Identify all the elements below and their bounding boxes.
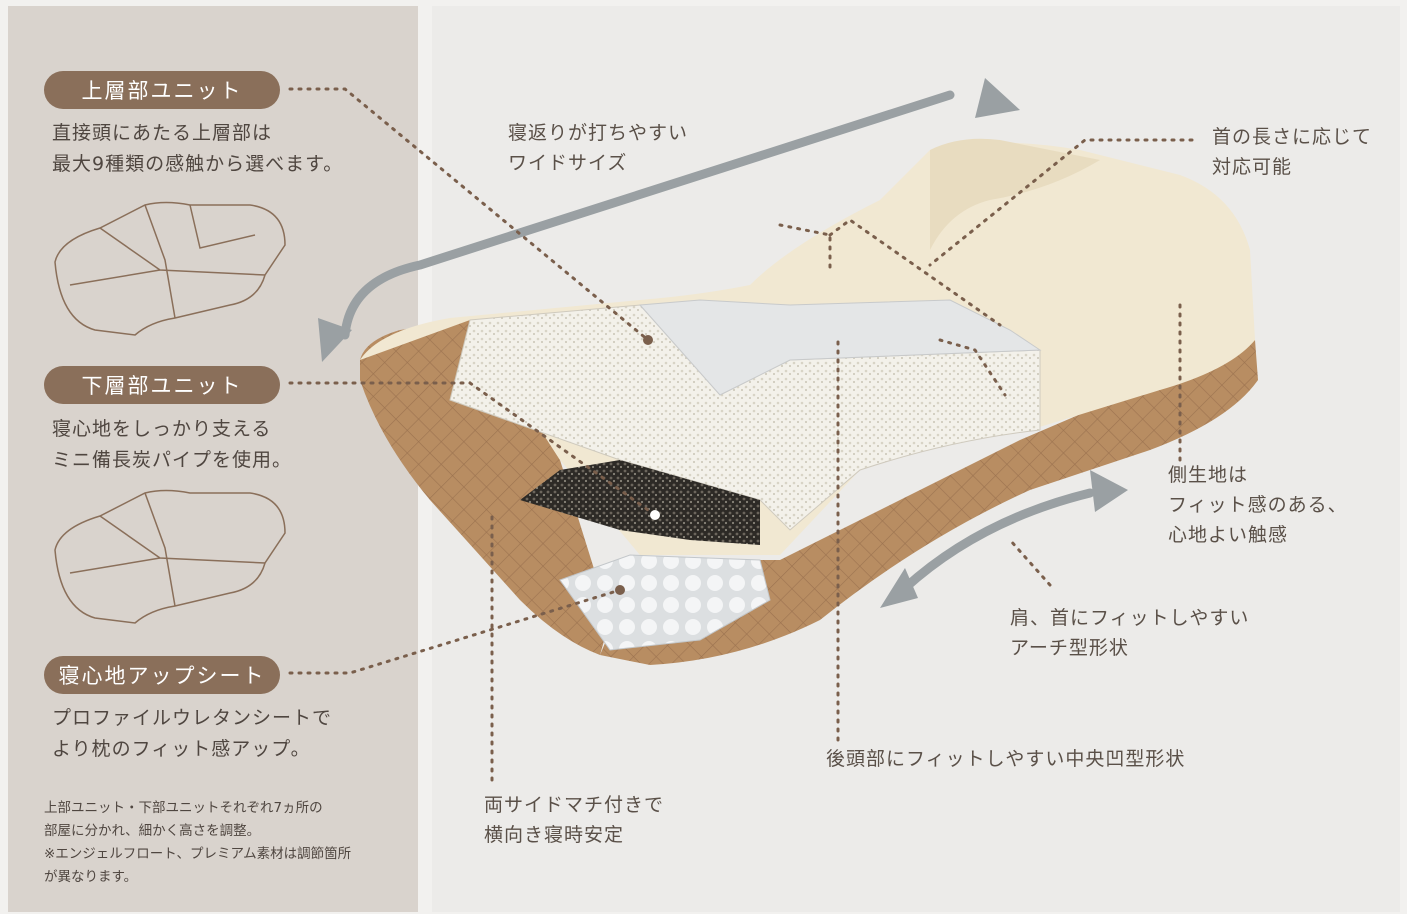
arch-arrow-head-left bbox=[880, 568, 918, 608]
upper-unit-marker bbox=[643, 335, 653, 345]
arch-shape-label: 肩、首にフィットしやすい アーチ型形状 bbox=[1010, 603, 1249, 663]
lower-unit-desc-line: ミニ備長炭パイプを使用。 bbox=[52, 449, 293, 471]
left-info-panel bbox=[8, 6, 418, 912]
pillow-back-ridge bbox=[930, 138, 1100, 250]
label-line: ワイドサイズ bbox=[508, 152, 628, 174]
lower-unit-title: 下層部ユニット bbox=[81, 374, 243, 398]
pillow-side-fabric bbox=[360, 320, 610, 655]
sheet-title: 寝心地アップシート bbox=[58, 664, 266, 688]
sheet-desc-line: プロファイルウレタンシートで bbox=[52, 707, 333, 729]
center-concave-label: 後頭部にフィットしやすい中央凹型形状 bbox=[826, 744, 1185, 774]
sheet-badge: 寝心地アップシート bbox=[44, 656, 280, 694]
label-line: 横向き寝時安定 bbox=[484, 824, 625, 846]
leader-lines bbox=[288, 87, 1194, 782]
label-line: 後頭部にフィットしやすい中央凹型形状 bbox=[826, 748, 1186, 770]
note-line: ※エンジェルフロート、プレミアム素材は調節箇所 bbox=[44, 846, 352, 862]
width-arrow-head-left bbox=[318, 318, 352, 362]
sheet-description: プロファイルウレタンシートで より枕のフィット感アップ。 bbox=[52, 703, 332, 765]
lower-unit-badge: 下層部ユニット bbox=[44, 366, 280, 404]
lower-unit-desc-line: 寝心地をしっかり支える bbox=[52, 418, 272, 440]
lower-unit-diagram bbox=[54, 489, 286, 624]
upper-unit-badge: 上層部ユニット bbox=[44, 71, 280, 109]
label-line: 肩、首にフィットしやすい bbox=[1010, 607, 1250, 629]
upper-unit-desc-line: 最大9種類の感触から選べます。 bbox=[52, 153, 344, 175]
note-line: が異なります。 bbox=[44, 869, 138, 885]
wide-size-label: 寝返りが打ちやすい ワイドサイズ bbox=[508, 118, 688, 178]
note-line: 部屋に分かれ、細かく高さを調整。 bbox=[44, 823, 261, 839]
upper-unit-description: 直接頭にあたる上層部は 最大9種類の感触から選べます。 bbox=[52, 118, 343, 180]
neck-length-label: 首の長さに応じて 対応可能 bbox=[1212, 122, 1372, 182]
width-arrow-head-right bbox=[975, 78, 1020, 118]
label-line: 首の長さに応じて bbox=[1212, 126, 1373, 148]
label-line: 両サイドマチ付きで bbox=[484, 794, 665, 816]
label-line: 心地よい触感 bbox=[1168, 524, 1289, 546]
lower-unit-description: 寝心地をしっかり支える ミニ備長炭パイプを使用。 bbox=[52, 414, 292, 476]
note-line: 上部ユニット・下部ユニットそれぞれ7ヵ所の bbox=[44, 800, 323, 816]
lower-unit-marker bbox=[650, 510, 660, 520]
arch-arrow-head-right bbox=[1090, 470, 1128, 512]
upper-unit-title: 上層部ユニット bbox=[81, 79, 243, 103]
arch-arrow bbox=[900, 488, 1095, 593]
upper-unit-diagram bbox=[54, 201, 286, 336]
upper-unit-fabric bbox=[638, 299, 1042, 396]
width-arrow bbox=[340, 90, 955, 340]
upper-unit-desc-line: 直接頭にあたる上層部は bbox=[52, 122, 273, 144]
label-line: 対応可能 bbox=[1212, 156, 1293, 178]
side-gusset-label: 両サイドマチ付きで 横向き寝時安定 bbox=[484, 790, 664, 850]
label-line: 寝返りが打ちやすい bbox=[508, 122, 689, 144]
label-line: 側生地は bbox=[1168, 464, 1249, 486]
side-fabric-label: 側生地は フィット感のある、 心地よい触感 bbox=[1168, 460, 1348, 550]
label-line: アーチ型形状 bbox=[1010, 637, 1129, 659]
urethane-sheet bbox=[559, 554, 771, 651]
label-line: フィット感のある、 bbox=[1168, 494, 1348, 516]
adjustment-note: 上部ユニット・下部ユニットそれぞれ7ヵ所の 部屋に分かれ、細かく高さを調整。 ※… bbox=[44, 797, 351, 889]
sheet-desc-line: より枕のフィット感アップ。 bbox=[52, 738, 311, 760]
sheet-marker bbox=[615, 585, 625, 595]
